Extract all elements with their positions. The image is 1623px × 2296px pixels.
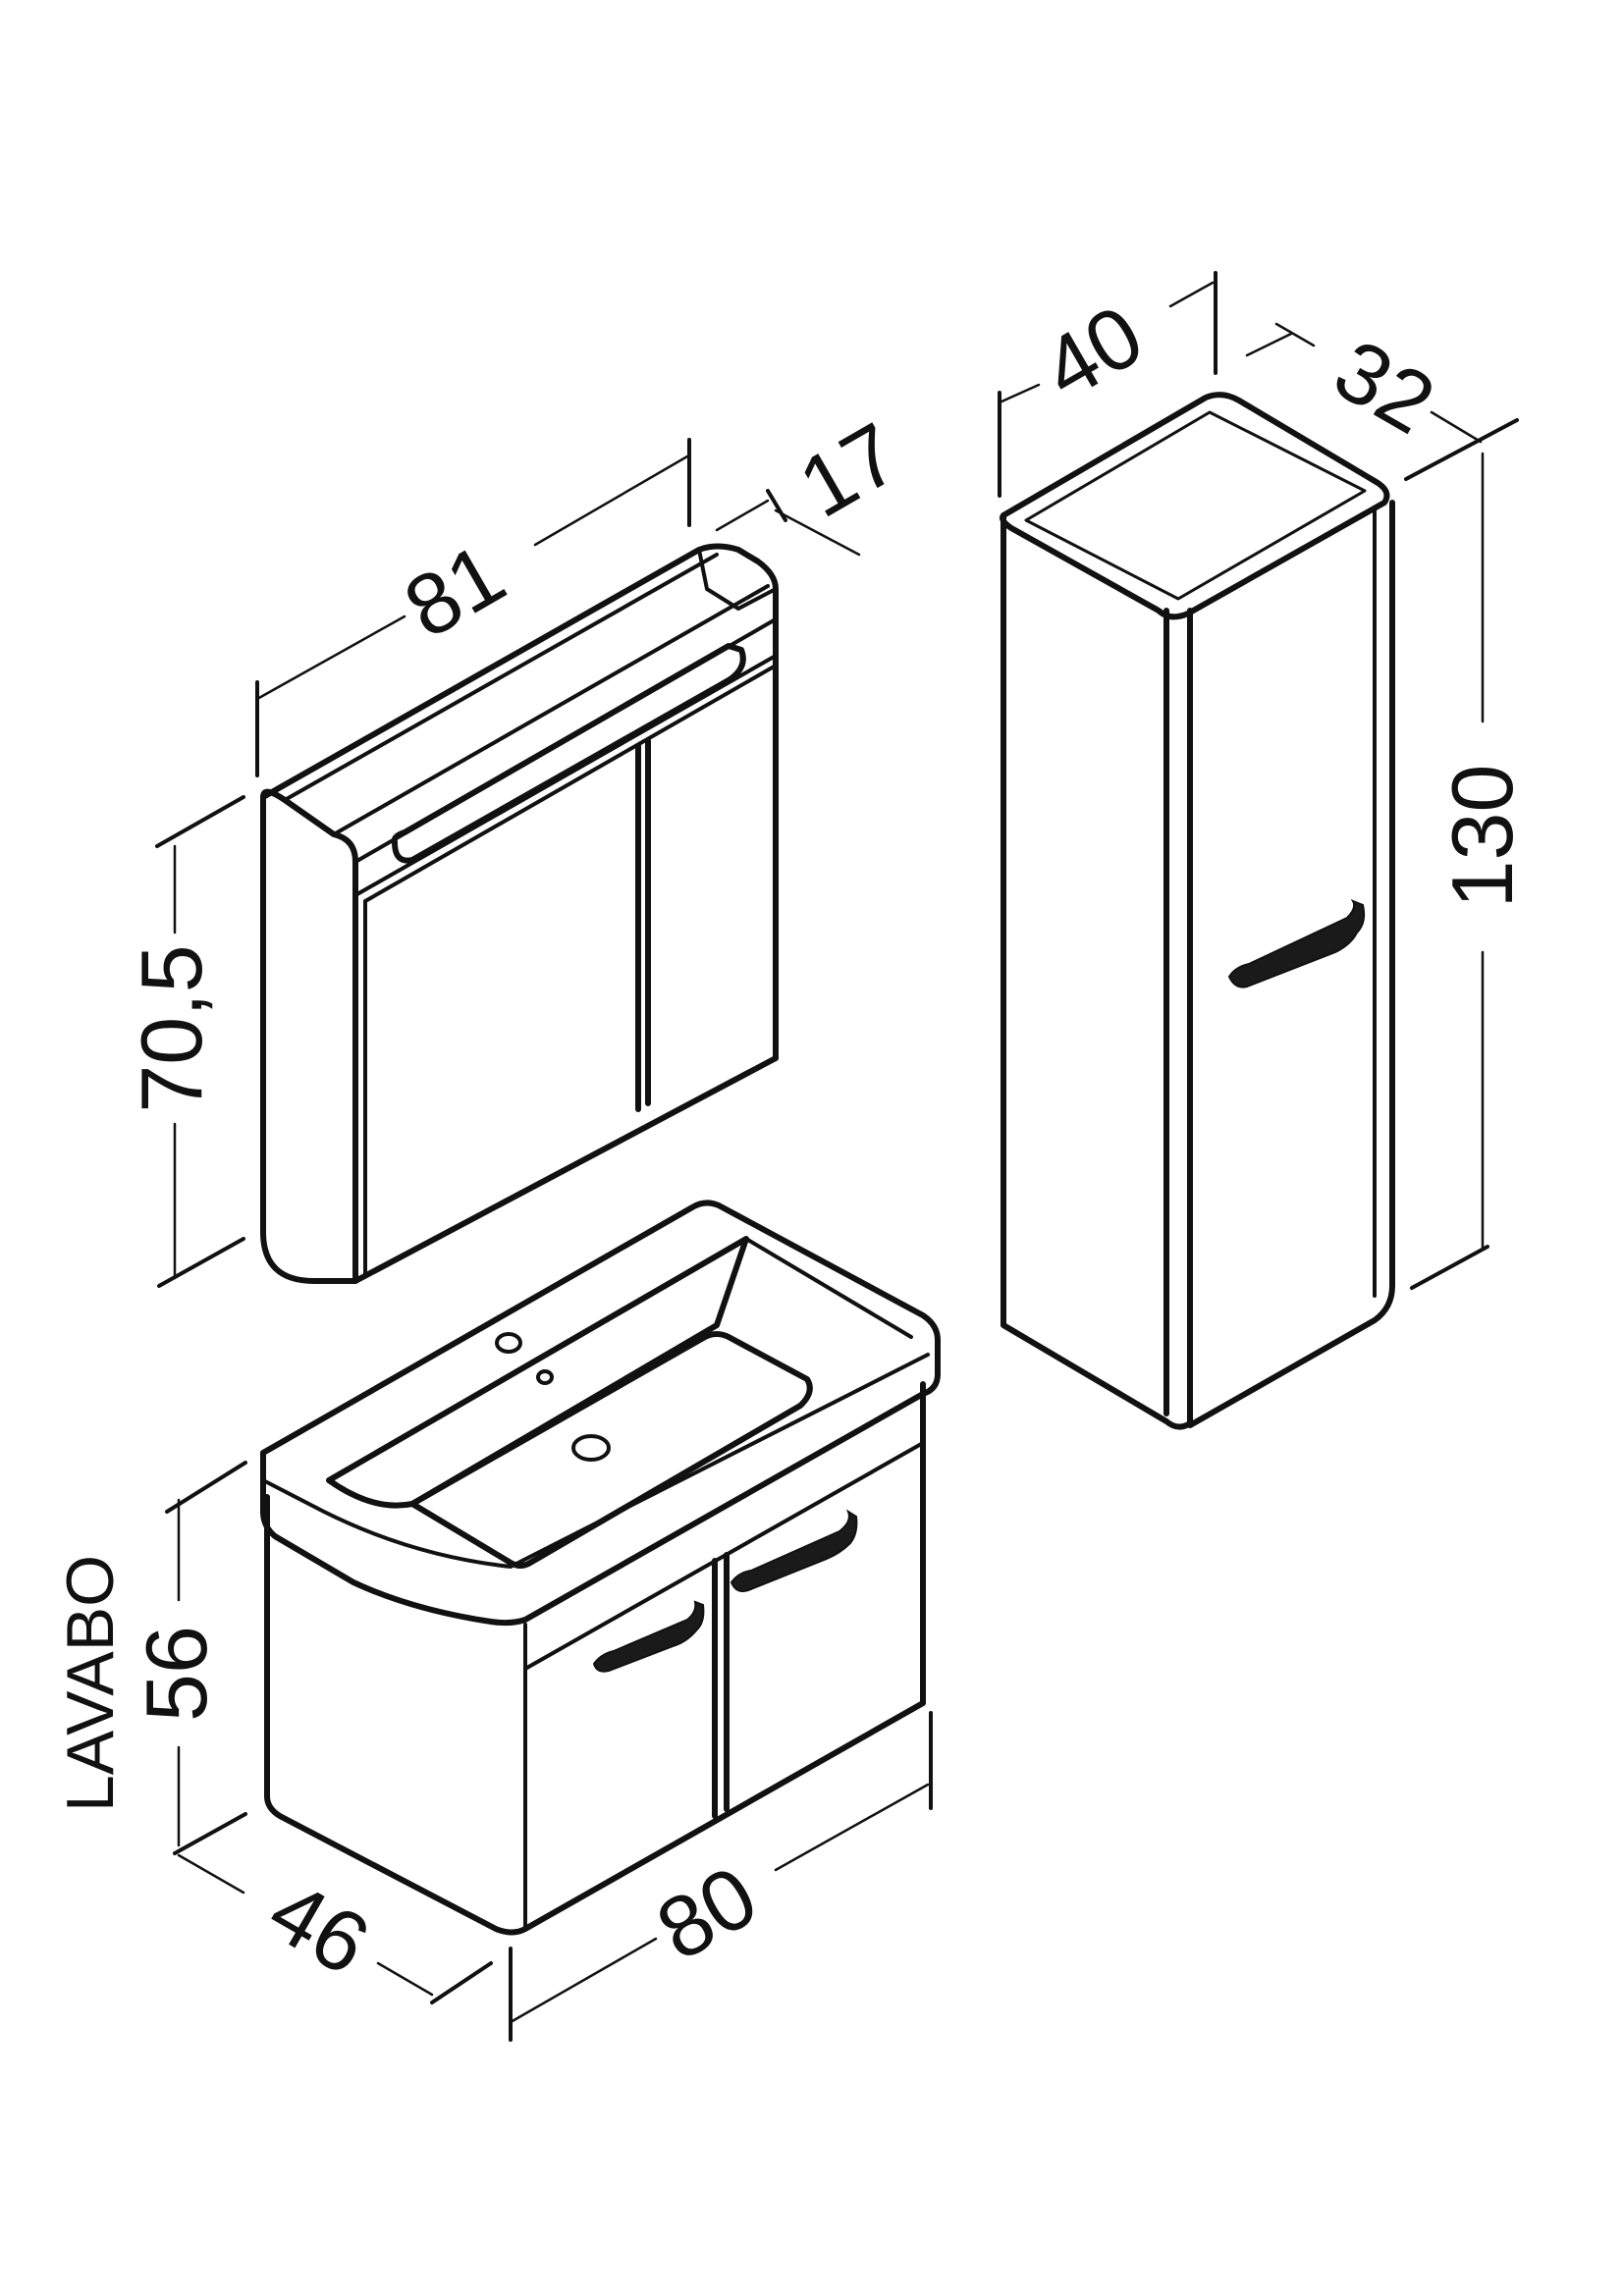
mirror-cabinet [260, 543, 779, 1284]
tall-width-label: 40 [1027, 286, 1159, 418]
basin-width-label: 80 [641, 1846, 773, 1979]
basin-title-label: LAVABO [53, 1555, 128, 1812]
basin-height-label: 56 [128, 1626, 225, 1722]
tall-height-label: 130 [1434, 765, 1531, 909]
tall-depth-label: 32 [1319, 320, 1450, 453]
tall-cabinet [1000, 392, 1395, 1430]
basin-cabinet [260, 1200, 941, 1936]
mirror-depth-label: 17 [784, 403, 915, 536]
basin-depth-label: 46 [253, 1861, 385, 1994]
dimension-lines [155, 271, 1519, 2042]
mirror-width-label: 81 [389, 524, 520, 657]
mirror-height-label: 70,5 [123, 944, 220, 1112]
